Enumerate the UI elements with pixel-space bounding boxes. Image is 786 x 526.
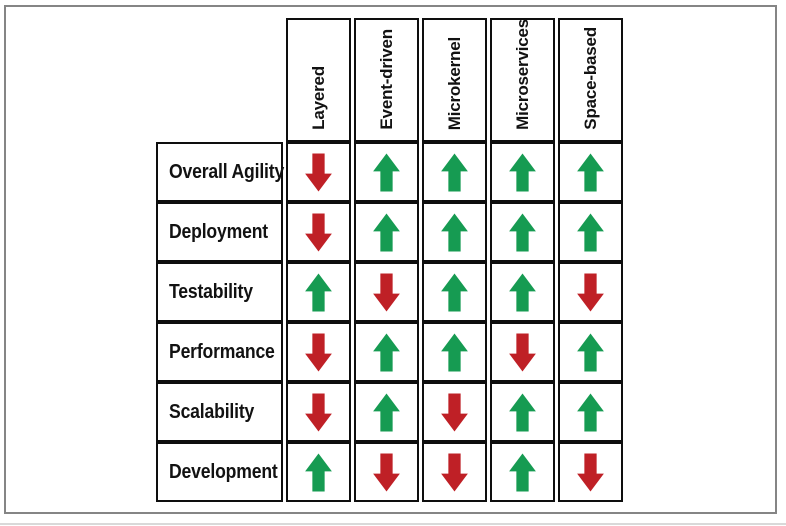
down-arrow-icon: [305, 213, 332, 251]
row-label-text: Performance: [169, 340, 275, 363]
corner-cell: [156, 18, 283, 142]
rating-cell: [354, 142, 419, 202]
column-header-label: Event-driven: [376, 29, 396, 130]
rating-cell: [422, 142, 487, 202]
row-label-deployment: Deployment: [156, 202, 283, 262]
up-arrow-icon: [509, 213, 536, 251]
up-arrow-icon: [305, 273, 332, 311]
rating-cell: [490, 442, 555, 502]
row-label-testability: Testability: [156, 262, 283, 322]
down-arrow-icon: [305, 153, 332, 191]
down-arrow-icon: [509, 333, 536, 371]
column-header-layered: Layered: [286, 18, 351, 142]
rating-cell: [490, 262, 555, 322]
up-arrow-icon: [441, 273, 468, 311]
column-header-label: Space-based: [580, 27, 600, 130]
up-arrow-icon: [509, 153, 536, 191]
row-label-performance: Performance: [156, 322, 283, 382]
up-arrow-icon: [509, 273, 536, 311]
down-arrow-icon: [373, 453, 400, 491]
down-arrow-icon: [305, 393, 332, 431]
rating-cell: [558, 262, 623, 322]
rating-cell: [490, 202, 555, 262]
row-label-text: Deployment: [169, 220, 268, 243]
rating-cell: [558, 442, 623, 502]
column-header-event-driven: Event-driven: [354, 18, 419, 142]
rating-cell: [422, 382, 487, 442]
column-header-label: Microkernel: [444, 36, 464, 130]
row-label-text: Scalability: [169, 400, 255, 423]
up-arrow-icon: [577, 393, 604, 431]
up-arrow-icon: [509, 393, 536, 431]
rating-cell: [354, 262, 419, 322]
architecture-pattern-comparison-table: Layered Event-driven Microkernel Microservi…: [156, 18, 623, 502]
down-arrow-icon: [441, 453, 468, 491]
rating-cell: [422, 202, 487, 262]
rating-cell: [422, 262, 487, 322]
down-arrow-icon: [305, 333, 332, 371]
rating-cell: [558, 382, 623, 442]
up-arrow-icon: [373, 393, 400, 431]
up-arrow-icon: [577, 213, 604, 251]
rating-cell: [558, 142, 623, 202]
column-header-label: Layered: [308, 66, 328, 130]
up-arrow-icon: [441, 213, 468, 251]
rating-cell: [558, 202, 623, 262]
row-label-text: Testability: [169, 280, 253, 303]
rating-cell: [490, 382, 555, 442]
up-arrow-icon: [577, 153, 604, 191]
down-arrow-icon: [577, 273, 604, 311]
row-label-text: Development: [169, 460, 278, 483]
up-arrow-icon: [373, 333, 400, 371]
rating-cell: [422, 322, 487, 382]
up-arrow-icon: [305, 453, 332, 491]
down-arrow-icon: [441, 393, 468, 431]
row-label-development: Development: [156, 442, 283, 502]
column-header-microservices: Microservices: [490, 18, 555, 142]
rating-cell: [354, 322, 419, 382]
down-arrow-icon: [577, 453, 604, 491]
rating-cell: [286, 202, 351, 262]
row-label-scalability: Scalability: [156, 382, 283, 442]
row-label-overall-agility: Overall Agility: [156, 142, 285, 202]
up-arrow-icon: [509, 453, 536, 491]
column-header-microkernel: Microkernel: [422, 18, 487, 142]
column-header-label: Microservices: [512, 19, 532, 130]
rating-cell: [286, 382, 351, 442]
rating-cell: [354, 442, 419, 502]
column-header-space-based: Space-based: [558, 18, 623, 142]
rating-cell: [490, 322, 555, 382]
up-arrow-icon: [373, 213, 400, 251]
page-bottom-rule: [0, 523, 786, 525]
up-arrow-icon: [441, 333, 468, 371]
rating-cell: [558, 322, 623, 382]
rating-cell: [286, 142, 351, 202]
rating-cell: [422, 442, 487, 502]
row-label-text: Overall Agility: [169, 160, 285, 183]
up-arrow-icon: [373, 153, 400, 191]
rating-cell: [354, 382, 419, 442]
rating-cell: [286, 322, 351, 382]
rating-cell: [286, 442, 351, 502]
rating-cell: [490, 142, 555, 202]
up-arrow-icon: [441, 153, 468, 191]
down-arrow-icon: [373, 273, 400, 311]
up-arrow-icon: [577, 333, 604, 371]
rating-cell: [286, 262, 351, 322]
rating-cell: [354, 202, 419, 262]
